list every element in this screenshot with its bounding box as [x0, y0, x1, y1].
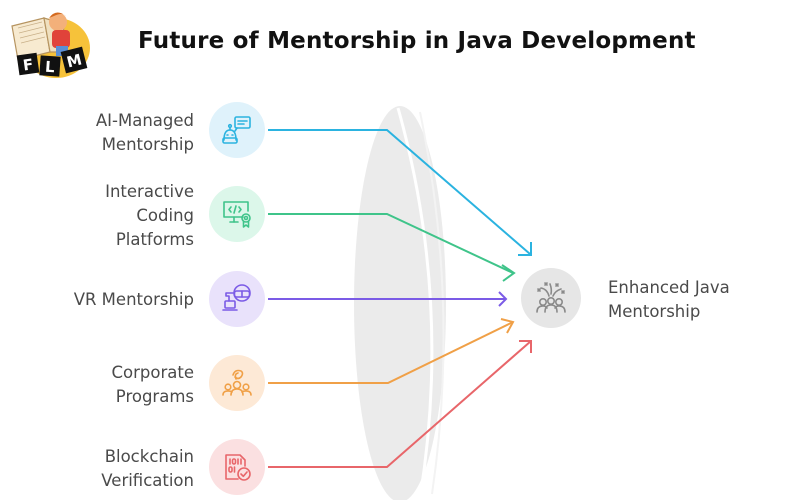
connector-vr: [268, 291, 508, 307]
node-corporate-programs: [209, 355, 265, 411]
team-celebration-icon: [536, 282, 566, 313]
connector-corporate: [268, 318, 515, 384]
node-enhanced-java-mentorship: [521, 268, 581, 328]
node-vr-mentorship: [209, 271, 265, 327]
label-vr-mentorship: VR Mentorship: [73, 290, 194, 309]
label-ai-managed-mentorship: AI-Managed Mentorship: [95, 111, 194, 154]
label-interactive-coding-platforms: Interactive Coding Platforms: [105, 182, 194, 249]
lens-shape: [354, 106, 446, 500]
connector-ai-managed: [268, 129, 532, 256]
label-corporate-programs: Corporate Programs: [111, 363, 194, 406]
node-blockchain-verification: [209, 439, 265, 495]
monitor-code-award-icon: [223, 201, 251, 228]
node-interactive-coding-platforms: [209, 186, 265, 242]
vr-headset-laptop-icon: [222, 284, 251, 311]
svg-text:F: F: [22, 55, 35, 74]
connector-interactive-coding: [268, 213, 516, 282]
svg-text:M: M: [65, 50, 84, 71]
node-ai-managed-mentorship: [209, 102, 265, 158]
robot-chat-icon: [222, 116, 251, 144]
label-enhanced-java-mentorship: Enhanced Java Mentorship: [608, 278, 730, 321]
flm-logo: F L M: [4, 4, 96, 80]
svg-text:L: L: [45, 58, 56, 77]
binary-verified-icon: [225, 454, 251, 481]
connector-blockchain: [268, 340, 532, 468]
team-handshake-icon: [222, 369, 252, 396]
label-blockchain-verification: Blockchain Verification: [101, 447, 194, 490]
page-title: Future of Mentorship in Java Development: [138, 28, 696, 54]
